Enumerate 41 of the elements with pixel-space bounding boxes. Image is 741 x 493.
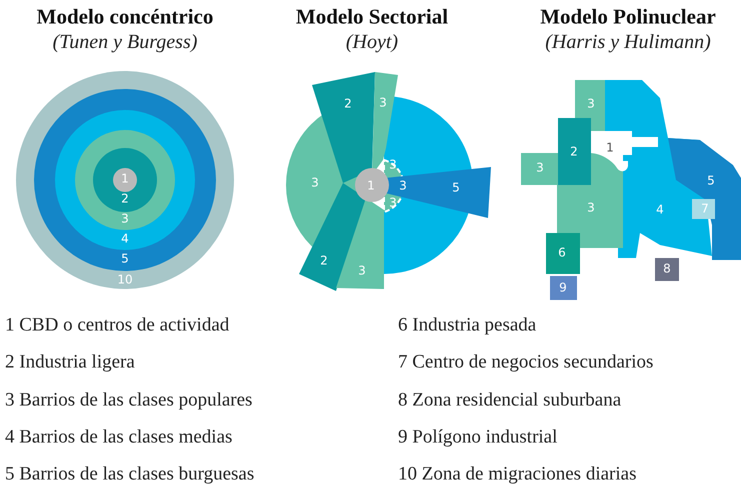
zone-number: 5 <box>707 174 715 188</box>
model-authors: (Tunen y Burgess) <box>52 31 198 53</box>
zone-number: 10 <box>117 273 133 287</box>
zone-number: 6 <box>558 246 566 260</box>
zone-number: 3 <box>311 176 319 190</box>
legend-text: 8 Zona residencial suburbana <box>398 390 622 412</box>
zone-number: 2 <box>570 145 578 159</box>
zone-number: 5 <box>452 181 460 195</box>
zone-number: 4 <box>121 232 129 246</box>
legend-text: 7 Centro de negocios secundarios <box>398 352 654 374</box>
zone-number: 2 <box>320 254 328 268</box>
zone-number: 4 <box>656 203 664 217</box>
legend-text: 9 Polígono industrial <box>398 428 558 448</box>
zone-number: 8 <box>663 262 671 276</box>
legend-text: 5 Barrios de las clases burguesas <box>5 464 254 486</box>
zone-number: 7 <box>701 202 709 216</box>
zone-number: 1 <box>121 172 129 186</box>
model-authors: (Harris y Hulimann) <box>545 31 711 53</box>
legend-text: 2 Industria ligera <box>5 352 135 374</box>
zone-number: 3 <box>121 212 129 226</box>
zone-number: 3 <box>358 264 366 278</box>
zone-number: 3 <box>379 96 387 110</box>
zone-number: 3 <box>399 179 407 193</box>
model-title: Modelo concéntrico <box>36 5 214 29</box>
zone-number: 9 <box>559 281 567 295</box>
legend-text: 10 Zona de migraciones diarias <box>398 464 636 486</box>
model-title: Modelo Sectorial <box>296 5 448 29</box>
zone-number: 2 <box>121 192 129 206</box>
legend-text: 6 Industria pesada <box>398 316 536 336</box>
model-title: Modelo Polinuclear <box>540 5 716 29</box>
legend-text: 1 CBD o centros de actividad <box>5 316 230 336</box>
zone-number: 2 <box>344 97 352 111</box>
zone-number: 1 <box>606 141 614 155</box>
zone-number: 3 <box>587 201 595 215</box>
legend-text: 3 Barrios de las clases populares <box>5 390 252 412</box>
legend-text: 4 Barrios de las clases medias <box>5 428 232 448</box>
model-authors: (Hoyt) <box>346 31 398 53</box>
zone-number: 1 <box>367 179 375 193</box>
zone-number: 3 <box>536 161 544 175</box>
zone-number: 5 <box>121 252 129 266</box>
zone-number: 3 <box>587 97 595 111</box>
